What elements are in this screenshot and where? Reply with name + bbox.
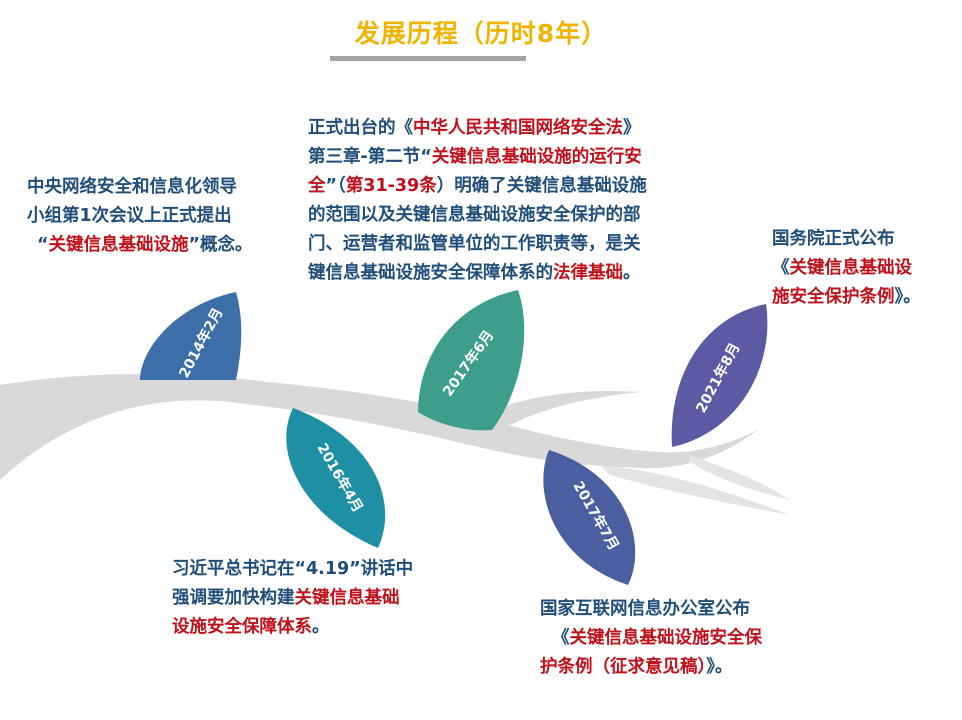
text-seg: 《 <box>552 628 570 648</box>
leaf-2016: 2016年4月 <box>286 408 386 548</box>
leaf-2021: 2021年8月 <box>671 304 768 447</box>
main-branch <box>0 374 760 480</box>
text-seg: 》。 <box>894 287 921 307</box>
event-2021-line1: 国务院正式公布 <box>772 229 895 249</box>
text-seg: ）明确了关键信息基础设施 <box>436 176 647 196</box>
event-2016-line1: 习近平总书记在“4.19”讲话中 <box>172 559 414 579</box>
event-2014: 中央网络安全和信息化领导 小组第1次会议上正式提出 “关键信息基础设施”概念。 <box>27 173 253 260</box>
lower-twig <box>600 465 790 515</box>
page-title: 发展历程（历时8年） <box>354 19 608 48</box>
draft-name-end: 护条例（征求意见稿） <box>540 657 707 677</box>
event-2014-tail: ”概念。 <box>188 235 253 255</box>
system-name: 关键信息基础 <box>294 588 400 608</box>
text-seg: 。 <box>623 263 641 283</box>
event-2017-07-line1: 国家互联网信息办公室公布 <box>540 599 750 619</box>
title-underline <box>330 56 526 61</box>
legal-basis: 法律基础 <box>553 263 623 283</box>
event-2021-line3: 施安全保护条例》。 <box>772 283 921 312</box>
event-2017-06: 正式出台的《中华人民共和国网络安全法》 第三章-第二节“关键信息基础设施的运行安… <box>308 114 647 288</box>
system-name-end: 设施安全保障体系 <box>172 617 312 637</box>
event-2016-line3: 设施安全保障体系。 <box>172 613 413 642</box>
event-2014-line1: 中央网络安全和信息化领导 <box>27 177 237 197</box>
event-2014-line2: 小组第1次会议上正式提出 <box>27 206 232 226</box>
event-2021-line2: 《关键信息基础设 <box>772 254 921 283</box>
text-seg: 《 <box>772 258 790 278</box>
leaf-2014: 2014年2月 <box>140 292 242 381</box>
event-2017-07: 国家互联网信息办公室公布 《关键信息基础设施安全保 护条例（征求意见稿）》。 <box>540 595 762 682</box>
event-2017-07-line2: 《关键信息基础设施安全保 <box>540 624 762 653</box>
event-2016: 习近平总书记在“4.19”讲话中 强调要加快构建关键信息基础 设施安全保障体系。 <box>172 555 413 642</box>
text-seg: 》。 <box>706 657 733 677</box>
small-twig <box>690 455 790 500</box>
text-seg: 键信息基础设施安全保障体系的 <box>308 263 553 283</box>
text-seg: 》 <box>623 118 641 138</box>
event-2017-07-line3: 护条例（征求意见稿）》。 <box>540 653 762 682</box>
event-2017-06-line1: 正式出台的《中华人民共和国网络安全法》 <box>308 114 647 143</box>
text-seg: 第三章-第二节“ <box>308 147 432 167</box>
event-2017-06-line2: 第三章-第二节“关键信息基础设施的运行安 <box>308 143 647 172</box>
law-name: 中华人民共和国网络安全法 <box>413 118 623 138</box>
regulation-name-end: 施安全保护条例 <box>772 287 895 307</box>
quote-open: “ <box>37 235 49 255</box>
text-seg: 正式出台的《 <box>308 118 413 138</box>
section-name: 关键信息基础设施的运行安 <box>431 147 642 167</box>
event-2014-term: 关键信息基础设施 <box>48 235 189 255</box>
event-2021: 国务院正式公布 《关键信息基础设 施安全保护条例》。 <box>772 225 921 312</box>
upper-twig <box>470 390 640 425</box>
regulation-name: 关键信息基础设 <box>789 258 913 278</box>
section-name-end: 全 <box>308 176 326 196</box>
event-2017-06-line5: 门、运营者和监管单位的工作职责等，是关 <box>308 234 641 254</box>
text-seg: ”（ <box>325 176 346 196</box>
text-seg: 强调要加快构建 <box>172 588 295 608</box>
event-2017-06-line6: 键信息基础设施安全保障体系的法律基础。 <box>308 259 647 288</box>
text-seg: 。 <box>312 617 330 637</box>
event-2016-line2: 强调要加快构建关键信息基础 <box>172 584 413 613</box>
draft-name: 关键信息基础设施安全保 <box>569 628 763 648</box>
leaf-2017-07: 2017年7月 <box>543 450 636 585</box>
event-2017-06-line4: 的范围以及关键信息基础设施安全保护的部 <box>308 205 641 225</box>
article-range: 第31-39条 <box>345 176 437 196</box>
event-2017-06-line3: 全”（第31-39条）明确了关键信息基础设施 <box>308 172 647 201</box>
event-2014-line3: “关键信息基础设施”概念。 <box>27 231 253 260</box>
leaf-2017-06: 2017年6月 <box>418 290 525 431</box>
